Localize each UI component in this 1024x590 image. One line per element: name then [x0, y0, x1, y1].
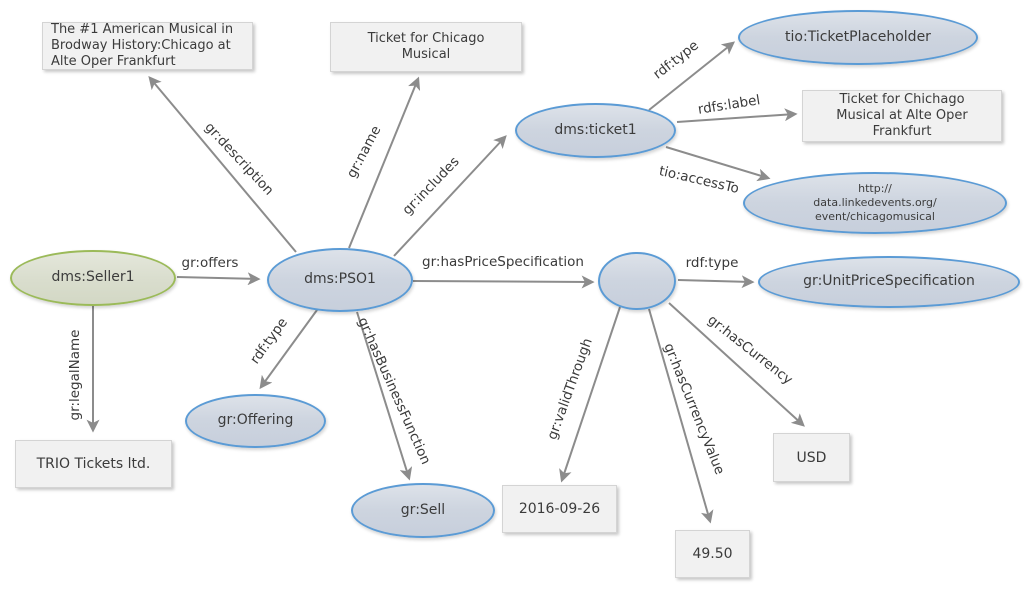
literal-currency-text: USD [796, 449, 827, 466]
edge-has-currency-value [648, 308, 714, 524]
edge-type-ticket-placeholder [648, 41, 736, 111]
edge-label-offers: gr:offers [181, 255, 239, 271]
node-ticket-placeholder: tio:TicketPlaceholder [738, 10, 978, 65]
edge-has-currency [668, 302, 805, 427]
edge-has-business-function [356, 311, 413, 481]
literal-name-text: Ticket for Chicago Musical [367, 31, 485, 62]
literal-name: Ticket for Chicago Musical [330, 22, 522, 72]
node-seller1: dms:Seller1 [10, 250, 176, 306]
literal-description-text: The #1 American Musical in Brodway Histo… [51, 22, 234, 69]
node-ticket-placeholder-label: tio:TicketPlaceholder [785, 28, 931, 45]
literal-legal-name-text: TRIO Tickets ltd. [36, 456, 151, 472]
node-price-blank [598, 252, 676, 310]
node-pso1: dms:PSO1 [267, 248, 413, 312]
edge-includes [393, 135, 507, 257]
edge-label-has-price-specification: gr:hasPriceSpecification [422, 254, 584, 270]
node-seller1-label: dms:Seller1 [51, 269, 135, 286]
edge-description [148, 76, 297, 253]
node-ticket1-label: dms:ticket1 [554, 121, 637, 138]
node-unit-price-specification: gr:UnitPriceSpecification [758, 256, 1020, 308]
node-offering-label: gr:Offering [217, 412, 294, 429]
node-offering: gr:Offering [185, 394, 326, 448]
edge-type-offering [259, 309, 318, 390]
node-access-uri-label: http:// data.linkedevents.org/ event/chi… [813, 181, 937, 224]
edge-type-unit-price-specification [677, 275, 755, 289]
literal-currency-value-text: 49.50 [692, 546, 733, 562]
literal-rdfs-label: Ticket for Chichago Musical at Alte Oper… [802, 90, 1002, 142]
node-pso1-label: dms:PSO1 [304, 271, 376, 288]
literal-description: The #1 American Musical in Brodway Histo… [42, 22, 253, 70]
edge-valid-through [559, 306, 621, 483]
node-ticket1: dms:ticket1 [515, 103, 676, 158]
literal-valid-through-text: 2016-09-26 [518, 501, 601, 517]
literal-rdfs-label-text: Ticket for Chichago Musical at Alte Oper… [836, 92, 968, 139]
edge-access-to [665, 146, 771, 182]
node-sell: gr:Sell [351, 483, 495, 538]
literal-currency-value: 49.50 [675, 530, 750, 578]
literal-legal-name: TRIO Tickets ltd. [15, 440, 172, 488]
node-unit-price-specification-label: gr:UnitPriceSpecification [803, 273, 975, 290]
edge-offers [176, 272, 261, 286]
edge-name [348, 76, 421, 249]
edge-label-legal-name: gr:legalName [67, 329, 83, 421]
edge-has-price-specification [412, 275, 595, 289]
literal-valid-through: 2016-09-26 [502, 485, 617, 533]
edge-label-type-unit-price-specification: rdf:type [685, 255, 739, 271]
edge-rdfs-label [676, 108, 798, 123]
node-access-uri: http:// data.linkedevents.org/ event/chi… [743, 172, 1007, 234]
literal-currency: USD [773, 433, 850, 482]
node-sell-label: gr:Sell [400, 501, 446, 518]
